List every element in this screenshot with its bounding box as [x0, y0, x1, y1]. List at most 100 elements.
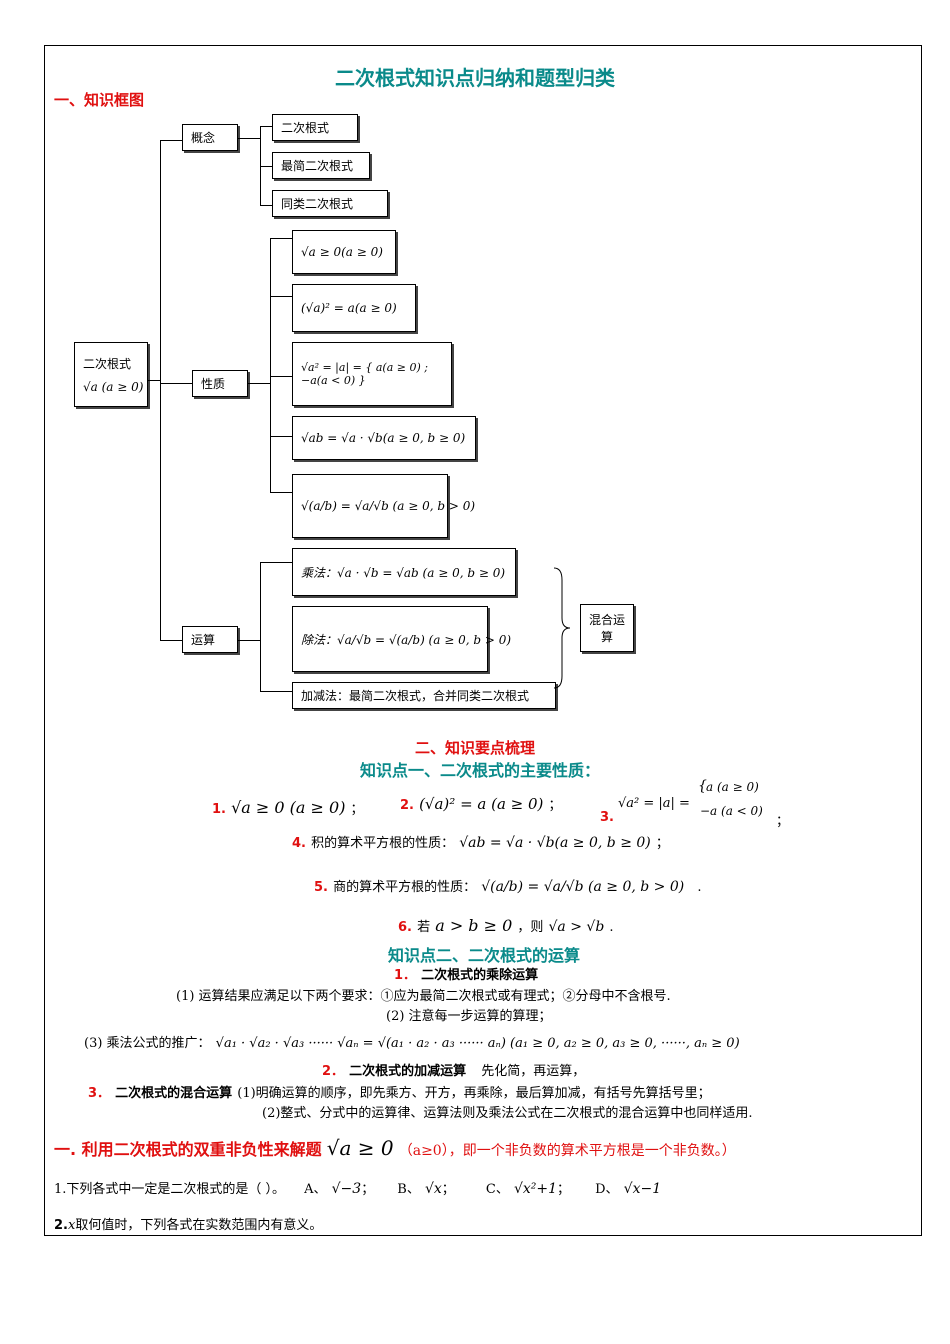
question-1-option-c: √x²+1 — [513, 1181, 558, 1197]
property-3-case-2: −a (a < 0) — [700, 804, 763, 818]
property-item-product: √ab = √a · √b(a ≥ 0, b ≥ 0) — [292, 416, 476, 460]
operation-divide: 除法：√a/√b = √(a/b) (a ≥ 0, b > 0) — [292, 606, 511, 672]
property-2-number: 2. — [400, 798, 414, 813]
knowledge-point-2-heading: 知识点二、二次根式的运算 — [387, 946, 580, 965]
question-1-option-a-label: A、 — [304, 1182, 327, 1197]
connector — [260, 562, 292, 563]
property-2-formula: (√a)² = a (a ≥ 0) — [419, 795, 544, 813]
concept-item-simplest-radical: 最简二次根式 — [272, 152, 370, 179]
connector — [260, 205, 272, 206]
connector — [160, 140, 161, 640]
knowledge-point-1-heading: 知识点一、二次根式的主要性质： — [359, 761, 600, 780]
connector — [270, 492, 292, 493]
connector — [270, 376, 292, 377]
connector — [160, 383, 192, 384]
question-1-option-c-label: C、 — [485, 1182, 509, 1197]
property-6-then: ，则 — [517, 920, 544, 935]
property-6-condition: a > b ≥ 0 — [435, 916, 513, 935]
connector — [248, 383, 270, 384]
question-1-option-b: √x — [424, 1181, 442, 1197]
question-2-number: 2. — [54, 1218, 68, 1233]
connector — [238, 640, 260, 641]
operation-3-number: 3． — [88, 1086, 111, 1101]
brace-icon — [553, 567, 571, 689]
question-2-text: 取何值时，下列各式在实数范围内有意义。 — [75, 1218, 323, 1233]
property-4-text: 积的算术平方根的性质： — [311, 836, 455, 851]
property-5: 5. 商的算术平方根的性质： √(a/b) = √a/√b (a ≥ 0, b … — [314, 879, 702, 895]
root-formula: √a (a ≥ 0) — [83, 380, 144, 394]
mixed-operation-box: 混合运算 — [580, 604, 634, 652]
property-item-absolute: √a² = |a| = { a(a ≥ 0) ; −a(a < 0) } — [292, 342, 452, 406]
operation-multiply: 乘法：√a · √b = √ab (a ≥ 0, b ≥ 0) — [292, 548, 516, 596]
operation-3: 3． 二次根式的混合运算 (1)明确运算的顺序，即先乘方、开方，再乘除，最后算加… — [88, 1082, 711, 1101]
property-4-number: 4. — [292, 836, 306, 851]
operation-1-line-3-text: (3) 乘法公式的推广： — [84, 1036, 211, 1051]
topic-1-formula: √a ≥ 0 — [326, 1136, 394, 1160]
operation-2-text: 先化简，再运算， — [481, 1064, 586, 1079]
question-1: 1.下列各式中一定是二次根式的是（ ）。 A、 √−3； B、 √x； C、 √… — [54, 1181, 662, 1197]
question-1-text: 1.下列各式中一定是二次根式的是（ ）。 — [54, 1182, 286, 1197]
connector — [148, 380, 160, 381]
property-4: 4. 积的算术平方根的性质： √ab = √a · √b(a ≥ 0, b ≥ … — [292, 835, 669, 851]
question-1-option-b-label: B、 — [397, 1182, 420, 1197]
operation-3-line-1: (1)明确运算的顺序，即先乘方、开方，再乘除，最后算加减，有括号先算括号里； — [237, 1086, 711, 1101]
concept-item-similar-radical: 同类二次根式 — [272, 190, 388, 217]
connector — [260, 562, 261, 692]
connector — [160, 140, 182, 141]
operation-2: 2． 二次根式的加减运算 先化简，再运算， — [322, 1060, 585, 1079]
operation-add-subtract: 加减法：最简二次根式，合并同类二次根式 — [292, 682, 556, 709]
property-3-case-1: a (a ≥ 0) — [706, 780, 759, 794]
root-box: 二次根式 √a (a ≥ 0) — [74, 342, 148, 407]
operation-box: 运算 — [182, 626, 238, 653]
connector — [270, 238, 292, 239]
operation-3-line-2: (2)整式、分式中的运算律、运算法则及乘法公式在二次根式的混合运算中也同样适用. — [262, 1106, 753, 1121]
connector — [270, 296, 292, 297]
operation-1-line-2: (2) 注意每一步运算的算理； — [386, 1009, 552, 1024]
question-2-variable: x — [67, 1218, 76, 1233]
root-label: 二次根式 — [83, 357, 132, 371]
operation-1-title: 二次根式的乘除运算 — [421, 968, 539, 983]
operation-1-heading: 1． 二次根式的乘除运算 — [394, 964, 538, 983]
property-5-text: 商的算术平方根的性质： — [333, 880, 477, 895]
property-2: 2. (√a)² = a (a ≥ 0) ； — [400, 795, 562, 813]
property-item-nonnegative: √a ≥ 0(a ≥ 0) — [292, 230, 396, 274]
property-1-number: 1. — [212, 802, 226, 817]
topic-1-note: （a≥0），即一个非负数的算术平方根是一个非负数。） — [398, 1143, 736, 1159]
connector — [260, 691, 292, 692]
property-4-formula: √ab = √a · √b(a ≥ 0, b ≥ 0) — [459, 835, 651, 851]
property-1: 1. √a ≥ 0 (a ≥ 0) ； — [212, 798, 364, 817]
property-6-number: 6. — [398, 920, 412, 935]
concept-item-quadratic-radical: 二次根式 — [272, 114, 358, 141]
property-3-left: √a² = |a| = — [618, 796, 690, 811]
property-5-formula: √(a/b) = √a/√b (a ≥ 0, b > 0) — [481, 879, 685, 895]
connector — [160, 640, 182, 641]
property-5-number: 5. — [314, 880, 328, 895]
section-key-points: 二、知识要点梳理 — [414, 739, 535, 757]
operation-1-line-3: (3) 乘法公式的推广： √a₁ · √a₂ · √a₃ ······ √aₙ … — [84, 1032, 740, 1051]
operation-1-number: 1． — [394, 968, 417, 983]
property-3-number: 3. — [600, 810, 614, 825]
operation-3-title: 二次根式的混合运算 — [115, 1086, 233, 1101]
question-1-option-a: √−3 — [331, 1181, 362, 1197]
connector — [260, 126, 272, 127]
property-1-formula: √a ≥ 0 (a ≥ 0) — [231, 798, 346, 817]
operation-1-line-1: (1) 运算结果应满足以下两个要求：①应为最简二次根式或有理式；②分母中不含根号… — [176, 989, 671, 1004]
connector — [270, 436, 292, 437]
property-6: 6. 若 a > b ≥ 0 ，则 √a > √b . — [398, 916, 614, 935]
property-item-square: (√a)² = a(a ≥ 0) — [292, 284, 416, 332]
topic-1-heading: 一. 利用二次根式的双重非负性来解题 — [54, 1140, 322, 1159]
operation-1-line-3-formula: √a₁ · √a₂ · √a₃ ······ √aₙ = √(a₁ · a₂ ·… — [215, 1036, 740, 1051]
connector — [260, 166, 272, 167]
property-item-quotient: √(a/b) = √a/√b (a ≥ 0, b > 0) — [292, 474, 475, 538]
connector — [270, 238, 271, 492]
property-6-text: 若 — [417, 920, 431, 935]
question-2: 2.x取何值时，下列各式在实数范围内有意义。 — [54, 1214, 322, 1233]
page-title: 二次根式知识点归纳和题型归类 — [335, 66, 615, 90]
property-box: 性质 — [192, 370, 248, 397]
question-1-option-d: √x−1 — [623, 1181, 662, 1197]
page-frame — [44, 45, 922, 1236]
concept-box: 概念 — [182, 124, 238, 151]
property-6-formula: √a > √b — [548, 919, 605, 935]
operation-2-number: 2． — [322, 1064, 345, 1079]
question-1-option-d-label: D、 — [595, 1182, 619, 1197]
